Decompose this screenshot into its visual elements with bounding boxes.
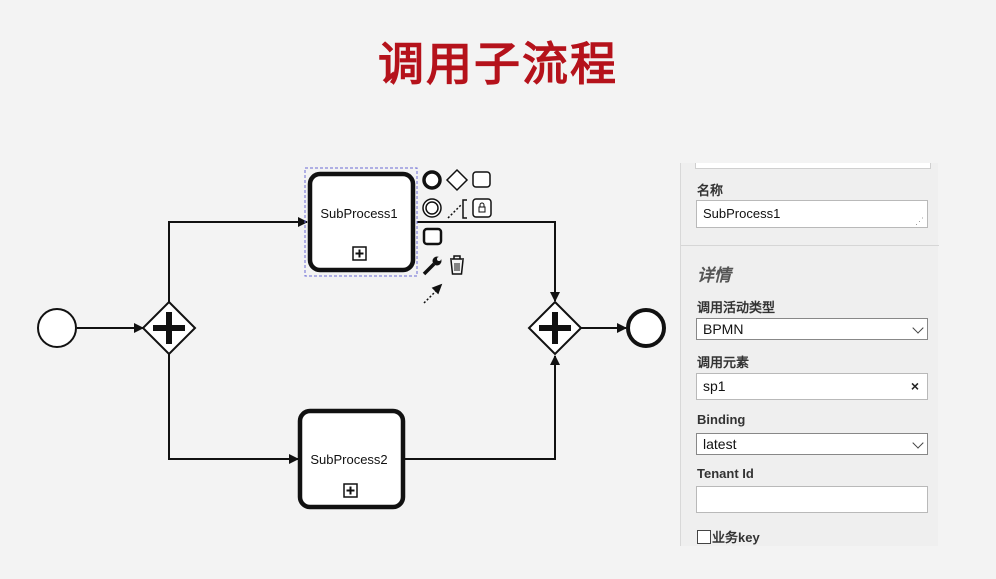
name-field[interactable]: SubProcess1 ⋰ — [696, 200, 928, 228]
call-activity-type-value: BPMN — [703, 321, 744, 337]
connect-icon[interactable] — [423, 283, 443, 304]
text-annotation-icon[interactable] — [447, 199, 467, 219]
plus-icon — [539, 312, 571, 344]
flow-subprocess1-to-join[interactable] — [417, 221, 560, 302]
properties-panel: 名称 SubProcess1 ⋰ 详情 调用活动类型 BPMN 调用元素 sp1… — [680, 163, 939, 546]
name-label: 名称 — [697, 183, 724, 198]
change-type-icon[interactable] — [422, 227, 443, 246]
business-key-checkbox[interactable] — [697, 530, 711, 544]
business-key-label: 业务key — [712, 530, 760, 545]
parallel-split-gateway[interactable] — [141, 300, 197, 356]
append-end-event-icon[interactable] — [422, 170, 442, 190]
call-activity-type-label: 调用活动类型 — [697, 300, 776, 315]
flow-split-to-subprocess1[interactable] — [168, 217, 308, 302]
called-element-input[interactable]: sp1 × — [696, 373, 928, 400]
binding-value: latest — [703, 436, 737, 452]
append-gateway-icon[interactable] — [445, 168, 469, 192]
name-value: SubProcess1 — [703, 206, 781, 221]
selection-outline — [304, 167, 418, 277]
chevron-down-icon — [912, 437, 924, 449]
expand-marker-icon[interactable] — [343, 483, 358, 498]
subprocess1-task[interactable]: SubProcess1 — [304, 167, 418, 277]
binding-label: Binding — [697, 412, 746, 427]
append-intermediate-event-icon[interactable] — [422, 198, 442, 218]
start-event[interactable] — [37, 308, 77, 348]
lock-icon[interactable] — [472, 198, 492, 218]
tenant-id-label: Tenant Id — [697, 466, 754, 481]
called-element-label: 调用元素 — [697, 355, 750, 370]
append-task-icon[interactable] — [472, 171, 491, 188]
subprocess2-task[interactable]: SubProcess2 — [297, 408, 406, 510]
end-event[interactable] — [626, 308, 666, 348]
context-pad — [422, 168, 492, 304]
chevron-down-icon — [912, 322, 924, 334]
wrench-icon[interactable] — [422, 256, 442, 276]
call-activity-type-select[interactable]: BPMN — [696, 318, 928, 340]
plus-icon — [153, 312, 185, 344]
clear-icon[interactable]: × — [910, 378, 919, 394]
divider — [681, 245, 939, 246]
expand-marker-icon[interactable] — [352, 246, 367, 261]
panel-top-field — [695, 163, 931, 169]
called-element-value: sp1 — [703, 378, 726, 394]
resize-grip-icon[interactable]: ⋰ — [915, 216, 924, 226]
flow-subprocess2-to-join[interactable] — [405, 355, 560, 460]
trash-icon[interactable] — [450, 255, 464, 275]
sequence-flows — [77, 217, 627, 464]
binding-select[interactable]: latest — [696, 433, 928, 455]
details-heading: 详情 — [697, 266, 731, 285]
parallel-join-gateway[interactable] — [527, 300, 583, 356]
page-title: 调用子流程 — [378, 37, 618, 91]
subprocess2-label: SubProcess2 — [310, 452, 387, 467]
tenant-id-input[interactable] — [696, 486, 928, 513]
flow-split-to-subprocess2[interactable] — [168, 354, 299, 464]
subprocess1-label: SubProcess1 — [320, 206, 397, 221]
